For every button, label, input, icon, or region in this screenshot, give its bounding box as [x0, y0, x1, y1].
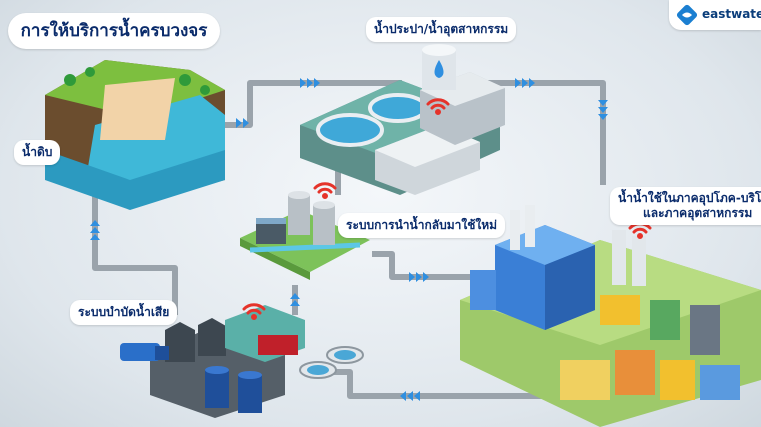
- wifi-icon: [630, 224, 650, 238]
- page-title: การให้บริการน้ำครบวงจร: [8, 13, 220, 49]
- treatment-plant-illustration: [300, 44, 505, 195]
- flow-arrow-icon: [598, 100, 608, 120]
- brand-logo: eastwater: [669, 0, 761, 30]
- wifi-icon: [315, 184, 335, 198]
- flow-arrow-icon: [515, 78, 535, 88]
- pipe-reuse-to-city: [372, 254, 470, 277]
- flow-arrow-icon: [400, 391, 420, 401]
- stage-label-tap-water: น้ำประปา/น้ำอุตสาหกรรม: [366, 17, 516, 42]
- consumption-line-2: และภาคอุตสาหกรรม: [618, 206, 761, 221]
- pipe-treat-to-dam: [95, 195, 175, 315]
- eastwater-logo-icon: [676, 4, 698, 26]
- dam-illustration: [45, 60, 225, 210]
- brand-name: eastwater: [702, 7, 761, 21]
- stage-label-consumption: น้ำน้ำใช้ในภาคอุปโภค-บริโภค และภาคอุตสาห…: [610, 187, 761, 225]
- consumption-line-1: น้ำน้ำใช้ในภาคอุปโภค-บริโภค: [618, 191, 761, 206]
- stage-label-wastewater: ระบบบำบัดน้ำเสีย: [70, 300, 177, 325]
- flow-arrow-icon: [90, 220, 100, 240]
- flow-arrow-icon: [300, 78, 320, 88]
- flow-arrow-icon: [409, 272, 429, 282]
- stage-label-raw-water: น้ำดิบ: [14, 140, 60, 165]
- stage-label-reuse: ระบบการนำน้ำกลับมาใช้ใหม่: [338, 213, 505, 238]
